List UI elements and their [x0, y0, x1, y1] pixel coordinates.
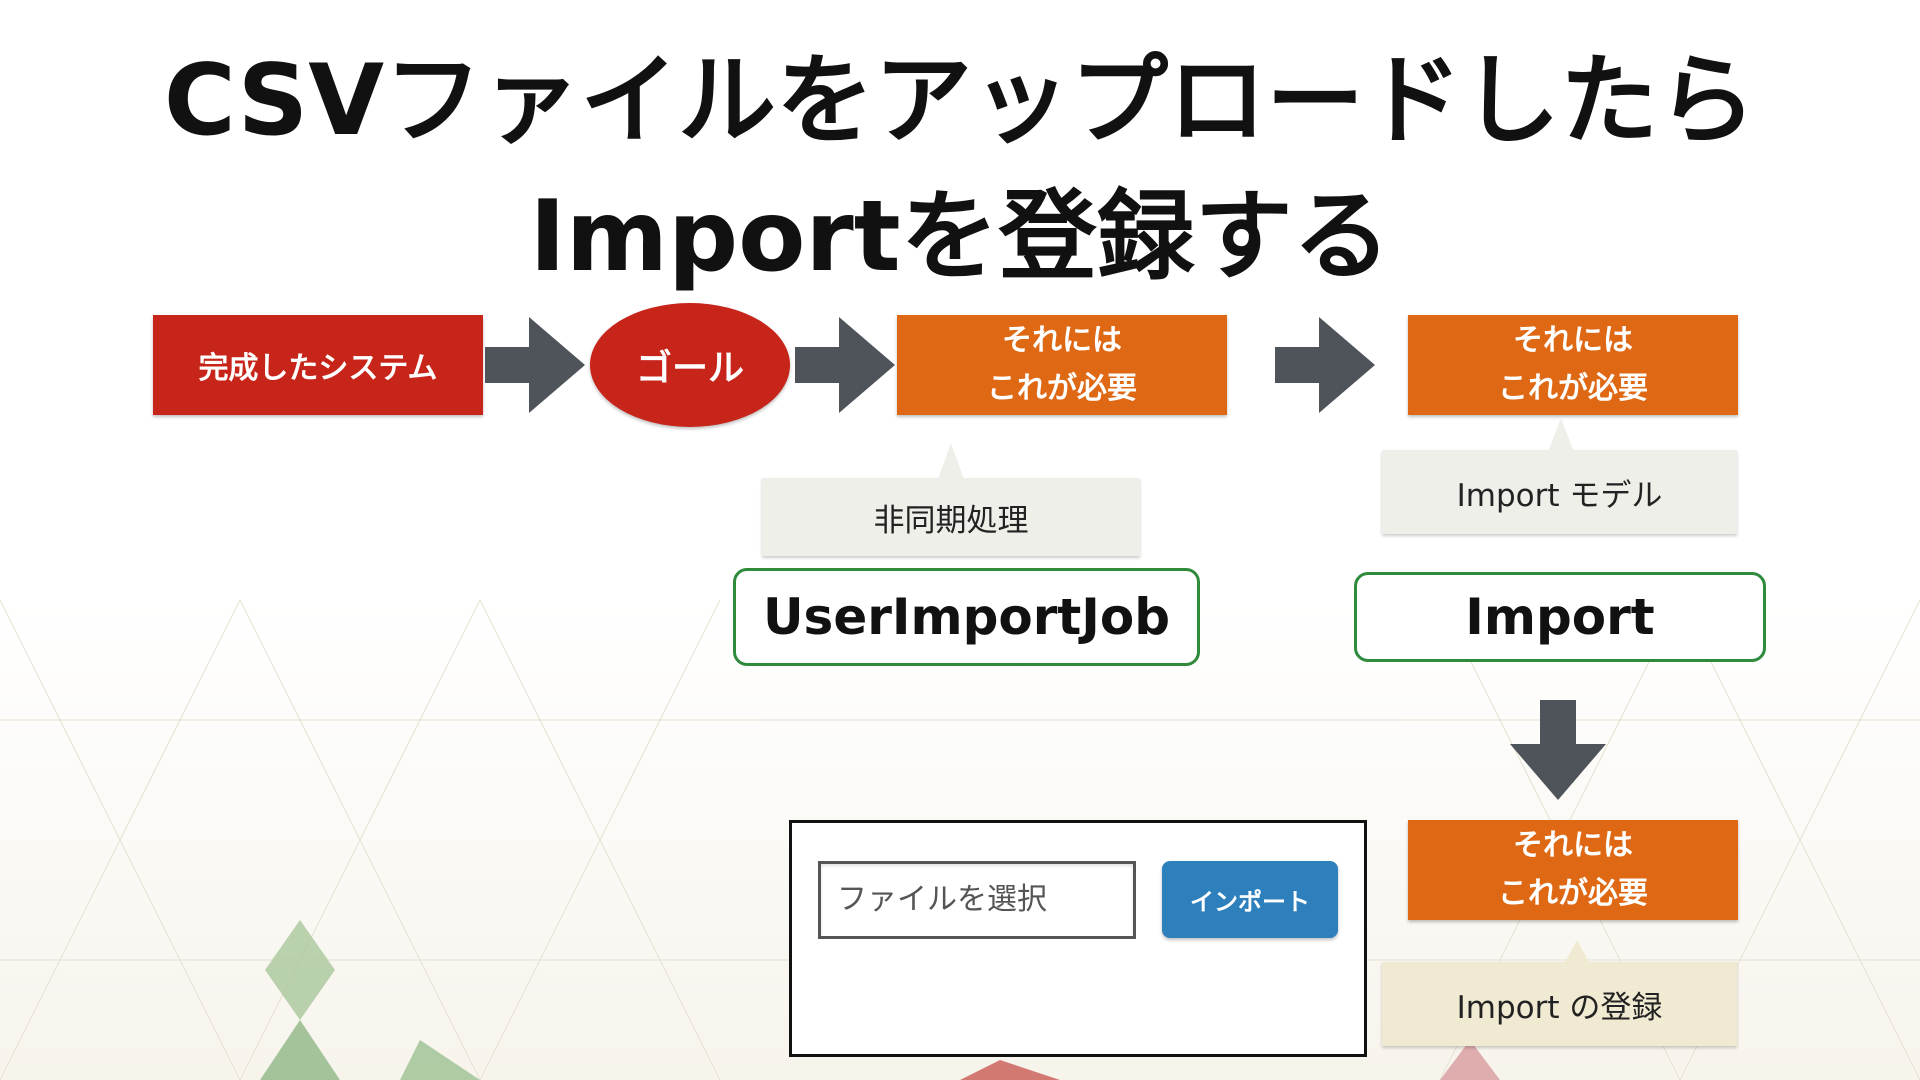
requirement-line2: これが必要 — [987, 371, 1137, 406]
background-pattern — [0, 600, 1920, 1080]
file-select-input[interactable]: ファイルを選択 — [818, 861, 1136, 939]
requirement-box-2: それには これが必要 — [1408, 315, 1738, 415]
slide-title-line1: CSVファイルをアップロードしたら — [163, 44, 1757, 158]
async-processing-callout: 非同期処理 — [762, 478, 1140, 556]
goal-ellipse: ゴール — [590, 303, 790, 427]
callout-pointer — [938, 443, 964, 479]
arrow-down-icon — [1510, 700, 1606, 800]
import-register-callout: Import の登録 — [1382, 962, 1737, 1046]
import-button[interactable]: インポート — [1162, 861, 1338, 938]
requirement-box-3: それには これが必要 — [1408, 820, 1738, 920]
requirement-box-1: それには これが必要 — [897, 315, 1227, 415]
callout-pointer — [1564, 940, 1590, 964]
requirement-line1: それには — [1002, 323, 1122, 358]
requirement-line2: これが必要 — [1498, 876, 1648, 911]
requirement-line1: それには — [1513, 323, 1633, 358]
callout-pointer — [1548, 418, 1574, 452]
completed-system-box: 完成したシステム — [153, 315, 483, 415]
import-box: Import — [1354, 572, 1766, 662]
import-model-callout: Import モデル — [1382, 450, 1737, 534]
decor-leaves — [260, 920, 1500, 1080]
arrow-right-icon — [1275, 317, 1375, 413]
requirement-line2: これが必要 — [1498, 371, 1648, 406]
upload-form-mock: ファイルを選択 インポート — [789, 820, 1367, 1057]
arrow-right-icon — [795, 317, 895, 413]
arrow-right-icon — [485, 317, 585, 413]
slide-title-line2: Importを登録する — [529, 180, 1391, 294]
requirement-line1: それには — [1513, 828, 1633, 863]
user-import-job-box: UserImportJob — [733, 568, 1200, 666]
